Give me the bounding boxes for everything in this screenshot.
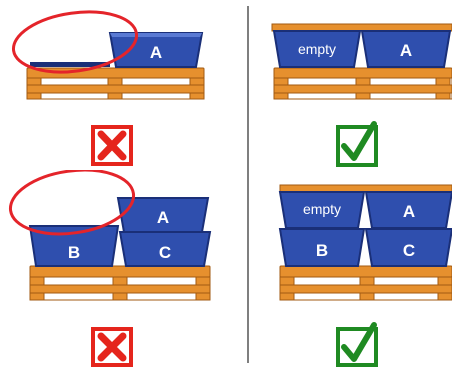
box-a: A	[108, 32, 204, 68]
pallet	[29, 265, 211, 301]
pallet	[273, 67, 452, 100]
center-divider	[247, 6, 249, 363]
panel-bottom-left: B C A	[8, 170, 212, 367]
box-a: A	[360, 30, 452, 68]
box-label: B	[316, 241, 328, 260]
empty-plate	[30, 62, 110, 67]
box-c: C	[118, 231, 212, 267]
box-label: C	[159, 243, 171, 262]
box-empty: empty	[272, 30, 362, 68]
cross-mark-icon	[91, 327, 133, 367]
box-label: A	[157, 208, 169, 227]
box-label: empty	[303, 201, 341, 217]
box-a: A	[116, 197, 210, 233]
box-label: empty	[298, 41, 336, 57]
lid	[279, 184, 452, 193]
highlight-circle	[8, 170, 136, 236]
lid	[271, 23, 452, 32]
pallet	[279, 265, 452, 301]
box-label: B	[68, 243, 80, 262]
box-empty: empty	[278, 191, 366, 229]
box-b: B	[278, 228, 366, 267]
box-label: C	[403, 241, 415, 260]
panel-top-right: empty A	[271, 23, 452, 167]
check-mark-icon	[336, 322, 378, 367]
box-b: B	[28, 225, 120, 267]
box-label: A	[400, 41, 412, 60]
panel-top-left: A	[11, 10, 205, 166]
panel-bottom-right: empty A B C	[278, 184, 452, 367]
box-label: A	[403, 202, 415, 221]
cross-mark-icon	[91, 125, 133, 166]
box-label: A	[150, 43, 162, 62]
box-c: C	[364, 228, 452, 267]
highlight-circle	[11, 10, 139, 74]
box-a: A	[364, 191, 452, 229]
check-mark-icon	[336, 121, 378, 167]
pallet	[26, 67, 205, 100]
